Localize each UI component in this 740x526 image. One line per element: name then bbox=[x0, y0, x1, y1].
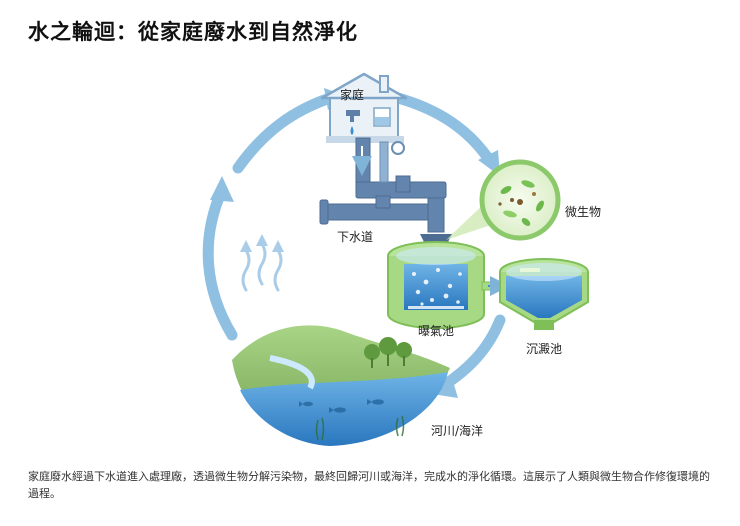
label-sewer: 下水道 bbox=[337, 230, 374, 244]
label-river: 河川/海洋 bbox=[431, 424, 484, 438]
house-icon bbox=[320, 72, 408, 143]
page-title: 水之輪迴：從家庭廢水到自然淨化 bbox=[28, 20, 358, 44]
cycle-arrows bbox=[202, 92, 506, 394]
arrow-left-up bbox=[202, 184, 238, 341]
faucet-icon bbox=[346, 110, 360, 135]
label-microbes: 微生物 bbox=[565, 205, 602, 219]
pipe-icon bbox=[319, 137, 447, 233]
label-aeration: 曝氣池 bbox=[418, 324, 455, 338]
label-home: 家庭 bbox=[340, 88, 365, 102]
evaporation-arrows-icon bbox=[240, 234, 284, 292]
sedimentation-tank-icon bbox=[499, 258, 589, 330]
label-sedimentation: 沉澱池 bbox=[526, 342, 563, 356]
river-icon bbox=[232, 325, 450, 446]
caption: 家庭廢水經過下水道進入處理廠，透過微生物分解污染物，最終回歸河川或海洋，完成水的… bbox=[28, 470, 710, 500]
arrow-to-home bbox=[232, 92, 336, 174]
arrow-home-to-treatment bbox=[392, 92, 494, 164]
trees bbox=[364, 337, 412, 368]
fish bbox=[299, 399, 384, 413]
aeration-tank-icon bbox=[387, 241, 485, 329]
seaweed bbox=[315, 415, 405, 441]
microbe-lens-icon bbox=[446, 159, 561, 241]
